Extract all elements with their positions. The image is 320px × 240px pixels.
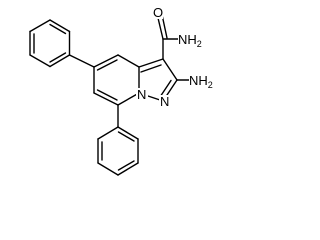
phenyl-ring-bottom: [97, 126, 139, 176]
svg-text:NH2: NH2: [178, 32, 202, 49]
amide-nh2-label: NH2: [178, 32, 208, 49]
pyridine-ring: [93, 54, 140, 106]
svg-text:O: O: [153, 5, 163, 20]
bond-phenyl-top-c5: [68, 54, 95, 68]
amino-nh2-label: NH2: [189, 73, 219, 90]
carboxamide-group: [157, 16, 179, 60]
chemical-structure-diagram: O NH2 NH2 N N: [29, 5, 219, 176]
ring-nitrogen-n7a-label: N: [136, 87, 148, 102]
phenyl-ring-top: [29, 19, 71, 68]
svg-text:N: N: [160, 94, 169, 109]
svg-text:NH2: NH2: [189, 73, 213, 90]
svg-text:N: N: [137, 87, 146, 102]
carbonyl-oxygen-label: O: [152, 5, 163, 20]
ring-nitrogen-n1-label: N: [159, 94, 171, 109]
